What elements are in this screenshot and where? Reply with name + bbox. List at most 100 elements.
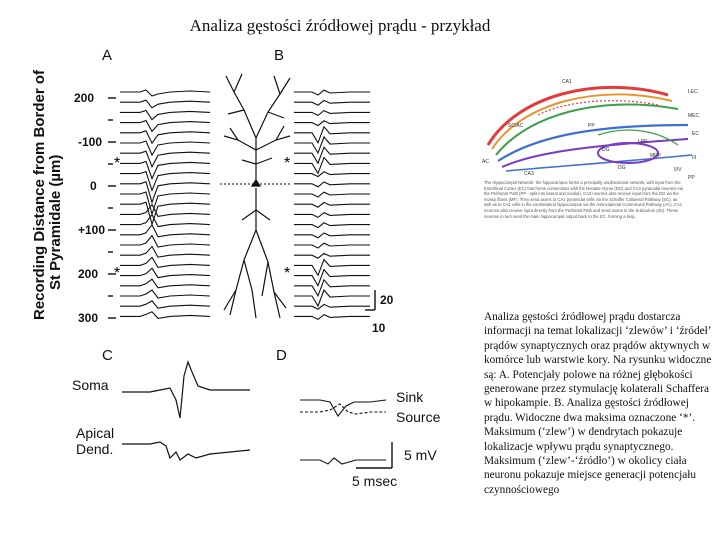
depth-tick-label: +100 [78, 223, 105, 237]
depth-axis-title-line2: St Pyramidale (µm) [47, 155, 64, 290]
region-label: DG [618, 165, 626, 171]
csd-trace [294, 181, 370, 188]
region-label: PP [688, 175, 695, 181]
field-potential-trace [120, 89, 211, 97]
region-label: DG [602, 147, 610, 153]
csd-trace [294, 278, 370, 298]
csd-trace [294, 156, 370, 175]
panel-d-sink-trace [300, 399, 387, 417]
slide-description: Analiza gęstości źródłowej prądu dostarc… [484, 311, 712, 496]
panel-d-dendrite-trace [300, 457, 386, 465]
asterisk-marker: * [114, 155, 120, 172]
depth-tick-label: -100 [78, 135, 102, 149]
depth-tick-label: 200 [78, 267, 98, 281]
scale-bar-vertical-label: 20 [380, 293, 394, 307]
depth-axis-title: Recording Distance from Border of St Pyr… [31, 69, 64, 320]
field-potential-trace [120, 140, 211, 157]
apical-dend-trace [122, 441, 251, 461]
depth-tick-label: 300 [78, 311, 98, 325]
panel-letter-a: A [102, 47, 112, 64]
hippocampus-caption: The Hippocampal Network: the hippocampus… [484, 180, 683, 219]
sink-label: Sink [396, 389, 424, 405]
csd-trace [294, 89, 370, 96]
panel-d-source-trace [300, 403, 386, 415]
field-potential-figure: A B C D Recording Distance from Border o… [30, 40, 450, 500]
csd-trace [294, 268, 370, 287]
region-label: PP [588, 123, 595, 129]
voltage-scale-label: 5 mV [404, 447, 437, 463]
csd-trace [294, 201, 370, 208]
field-potential-trace [120, 300, 211, 309]
figure-svg: A B C D Recording Distance from Border o… [31, 47, 441, 489]
csd-trace [294, 313, 370, 321]
scale-bar-ab [365, 290, 376, 311]
panel-letter-c: C [102, 347, 113, 364]
csd-trace [294, 232, 370, 239]
depth-tick-label: 0 [90, 179, 97, 193]
field-potential-trace [120, 267, 211, 279]
field-potential-trace [120, 109, 211, 121]
depth-axis-ticks [108, 97, 116, 319]
asterisk-marker: * [284, 155, 290, 172]
field-potential-trace [120, 278, 211, 289]
csd-trace [294, 303, 370, 310]
panel-letter-d: D [276, 347, 287, 364]
field-potential-trace [120, 234, 211, 248]
slide-title: Analiza gęstości źródłowej prądu - przyk… [189, 16, 491, 35]
field-potential-trace [120, 170, 211, 193]
panel-b-csd-traces [294, 89, 370, 321]
field-potential-trace [120, 289, 211, 299]
field-potential-trace [120, 213, 211, 228]
csd-trace [294, 109, 370, 117]
region-label: SC/AC [508, 123, 524, 129]
csd-trace [294, 125, 370, 145]
csd-trace [294, 135, 370, 155]
field-potential-trace [120, 181, 211, 204]
region-label: LEC [688, 89, 698, 95]
field-potential-trace [120, 245, 211, 258]
csd-trace [294, 191, 370, 198]
region-label: MEC [688, 113, 700, 119]
region-label: II/V [674, 167, 682, 173]
field-potential-trace [120, 191, 211, 216]
region-label: III [692, 155, 696, 161]
field-potential-trace [120, 119, 211, 133]
csd-trace [294, 252, 370, 259]
scale-bar-d [356, 442, 393, 469]
field-potential-trace [120, 201, 211, 227]
csd-trace [294, 222, 370, 229]
csd-trace [294, 211, 370, 219]
depth-axis-title-line1: Recording Distance from Border of [31, 69, 48, 320]
scale-bar-horizontal-label: 10 [372, 321, 386, 335]
csd-trace [294, 242, 370, 249]
trace-label-soma: Soma [72, 377, 109, 393]
field-potential-trace [120, 223, 211, 238]
csd-trace [294, 120, 370, 127]
asterisk-marker: * [114, 265, 120, 282]
soma-trace [122, 360, 250, 419]
field-potential-trace [120, 99, 211, 109]
depth-tick-label: 200 [74, 91, 94, 105]
region-label: CA3 [524, 171, 534, 177]
region-label: EC [692, 131, 699, 137]
region-label: LPP [638, 139, 648, 145]
asterisk-marker: * [284, 265, 290, 282]
csd-trace [294, 146, 370, 165]
region-label: AC [482, 159, 489, 165]
time-scale-label: 5 msec [352, 473, 397, 489]
panel-letter-b: B [274, 47, 284, 64]
pyramidal-neuron-drawing [223, 73, 291, 319]
csd-trace [294, 171, 370, 178]
hippocampus-diagram: CA1 SC/AC CA3 DG LEC MEC LPP MPP EC II/V… [478, 75, 708, 225]
field-potential-trace [120, 256, 211, 269]
region-label: CA1 [562, 79, 572, 85]
field-potential-trace [120, 130, 211, 145]
csd-trace [294, 288, 370, 308]
source-label: Source [396, 409, 441, 425]
field-potential-trace [120, 150, 211, 169]
hippocampus-svg: CA1 SC/AC CA3 DG LEC MEC LPP MPP EC II/V… [478, 75, 708, 185]
trace-label-dend: Dend. [76, 441, 113, 457]
panel-a-field-potential-traces [120, 89, 211, 319]
trace-label-apical: Apical [76, 425, 114, 441]
field-potential-trace [120, 311, 211, 319]
